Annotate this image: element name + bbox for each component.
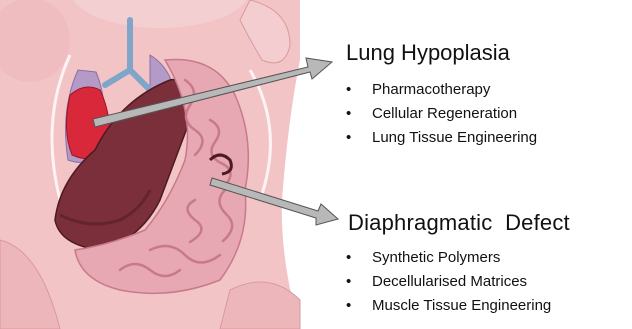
bullet-point: • [346,270,351,294]
list-item-label: Decellularised Matrices [372,273,527,290]
list-item: • Muscle Tissue Engineering [340,294,570,318]
list-item: • Pharmacotherapy [340,78,537,102]
bullet-point: • [346,294,351,318]
diaphragmatic-defect-heading: Diaphragmatic Defect [348,210,570,236]
list-item: • Decellularised Matrices [340,270,570,294]
list-item-label: Muscle Tissue Engineering [372,297,551,314]
bullet-point: • [346,102,351,126]
bullet-point: • [346,126,351,150]
diaphragmatic-defect-section: Diaphragmatic Defect • Synthetic Polymers… [340,210,570,318]
lung-hypoplasia-heading: Lung Hypoplasia [346,40,537,66]
list-item: • Synthetic Polymers [340,246,570,270]
bullet-point: • [346,246,351,270]
list-item-label: Cellular Regeneration [372,105,517,122]
lung-hypoplasia-list: •Pharmacotherapy •Cellular Regeneration … [340,78,537,150]
bullet-point: • [346,78,351,102]
list-item-label: Pharmacotherapy [372,81,490,98]
list-item-label: Lung Tissue Engineering [372,129,537,146]
diaphragmatic-defect-list: • Synthetic Polymers • Decellularised Matr… [340,246,570,318]
list-item: • Lung Tissue Engineering [340,126,537,150]
lung-hypoplasia-section: Lung Hypoplasia • Pharmacotherapy • Cellul… [340,40,537,150]
list-item: • Cellular Regeneration [340,102,537,126]
list-item-label: Synthetic Polymers [372,249,500,266]
